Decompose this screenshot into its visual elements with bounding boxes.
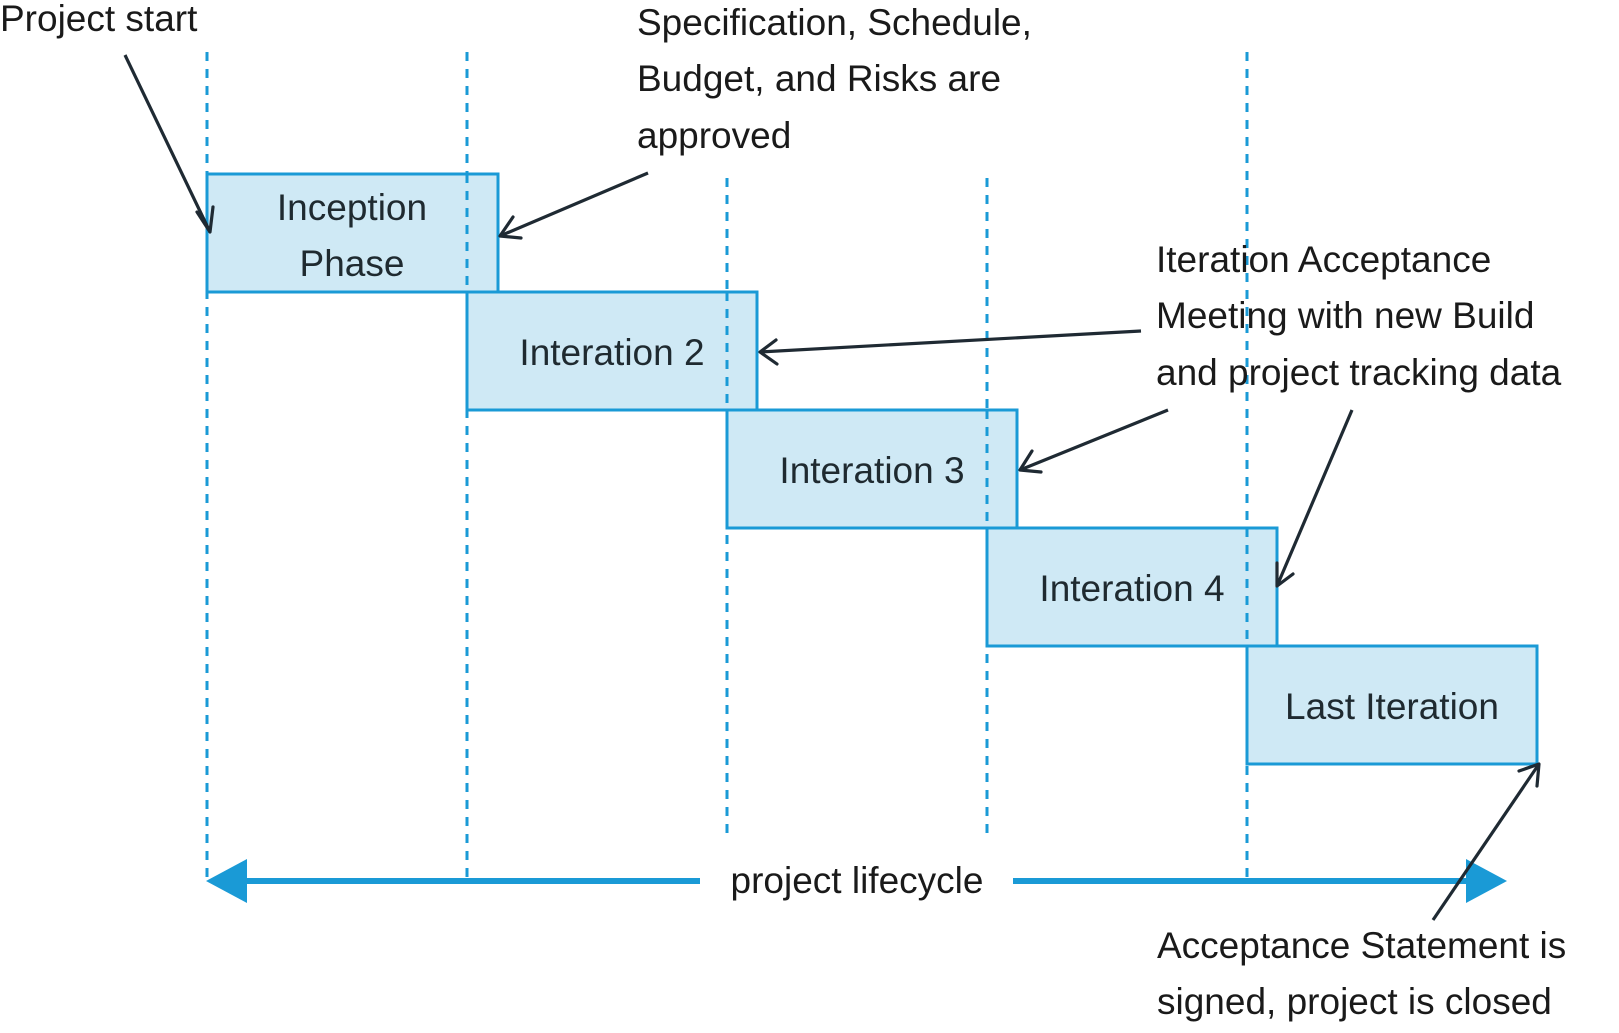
annotation-project-start: Project start <box>0 0 215 234</box>
phase-label-iteration-2: Interation 2 <box>519 332 704 373</box>
meeting-arrow-iteration-2-head <box>758 338 779 366</box>
phase-iteration-2: Interation 2 <box>465 290 759 412</box>
lifecycle-arrowhead-left <box>206 859 247 903</box>
meeting-arrow-iteration-2-line <box>759 329 1142 354</box>
closing-label-1: Acceptance Statement is <box>1157 925 1566 966</box>
lifecycle-label: project lifecycle <box>731 860 984 901</box>
phase-box-last-iteration <box>1245 644 1539 766</box>
phase-box-inception <box>205 172 500 294</box>
iteration-meeting-label-2: Meeting with new Build <box>1156 295 1534 336</box>
phase-last-iteration: Last Iteration <box>1245 644 1539 766</box>
phase-label-iteration-4: Interation 4 <box>1039 568 1224 609</box>
approval-arrowhead <box>498 215 523 240</box>
approval-arrow-line <box>499 171 649 238</box>
phase-box-iteration-3 <box>725 408 1019 530</box>
phase-label-iteration-3: Interation 3 <box>779 450 964 491</box>
boundary-lines-overlay <box>465 174 1249 646</box>
lifecycle-arrowhead-right <box>1466 859 1507 903</box>
phase-inception: Inception Phase <box>205 172 500 294</box>
approval-label-3: approved <box>637 115 791 156</box>
meeting-arrow-iteration-3-head <box>1018 449 1043 474</box>
phase-box-iteration-2 <box>465 290 759 412</box>
approval-label-2: Budget, and Risks are <box>637 58 1001 99</box>
closing-label-2: signed, project is closed <box>1157 981 1552 1022</box>
closing-arrowhead <box>1517 762 1541 788</box>
annotation-iteration-meeting: Iteration Acceptance Meeting with new Bu… <box>758 239 1562 588</box>
meeting-arrow-iteration-3-line <box>1019 408 1169 472</box>
phase-iteration-4: Interation 4 <box>985 526 1279 648</box>
phase-label-inception-1: Inception <box>277 187 427 228</box>
phase-box-iteration-4 <box>985 526 1279 648</box>
iteration-meeting-label-3: and project tracking data <box>1156 352 1562 393</box>
approval-label-1: Specification, Schedule, <box>637 2 1032 43</box>
meeting-arrow-iteration-4-head <box>1275 561 1295 588</box>
project-start-label: Project start <box>0 0 198 39</box>
phase-label-last-iteration: Last Iteration <box>1285 686 1499 727</box>
iteration-meeting-label-1: Iteration Acceptance <box>1156 239 1491 280</box>
project-start-arrowhead <box>195 205 215 234</box>
annotation-closing: Acceptance Statement is signed, project … <box>1157 762 1566 1022</box>
annotation-approval: Specification, Schedule, Budget, and Ris… <box>498 2 1032 240</box>
phase-label-inception-2: Phase <box>300 243 405 284</box>
phase-iteration-3: Interation 3 <box>725 408 1019 530</box>
closing-arrow-line <box>1431 763 1541 921</box>
project-start-arrow-line <box>123 54 212 233</box>
project-lifecycle-arrow: project lifecycle <box>206 859 1507 903</box>
meeting-arrow-iteration-4-line <box>1275 409 1354 587</box>
